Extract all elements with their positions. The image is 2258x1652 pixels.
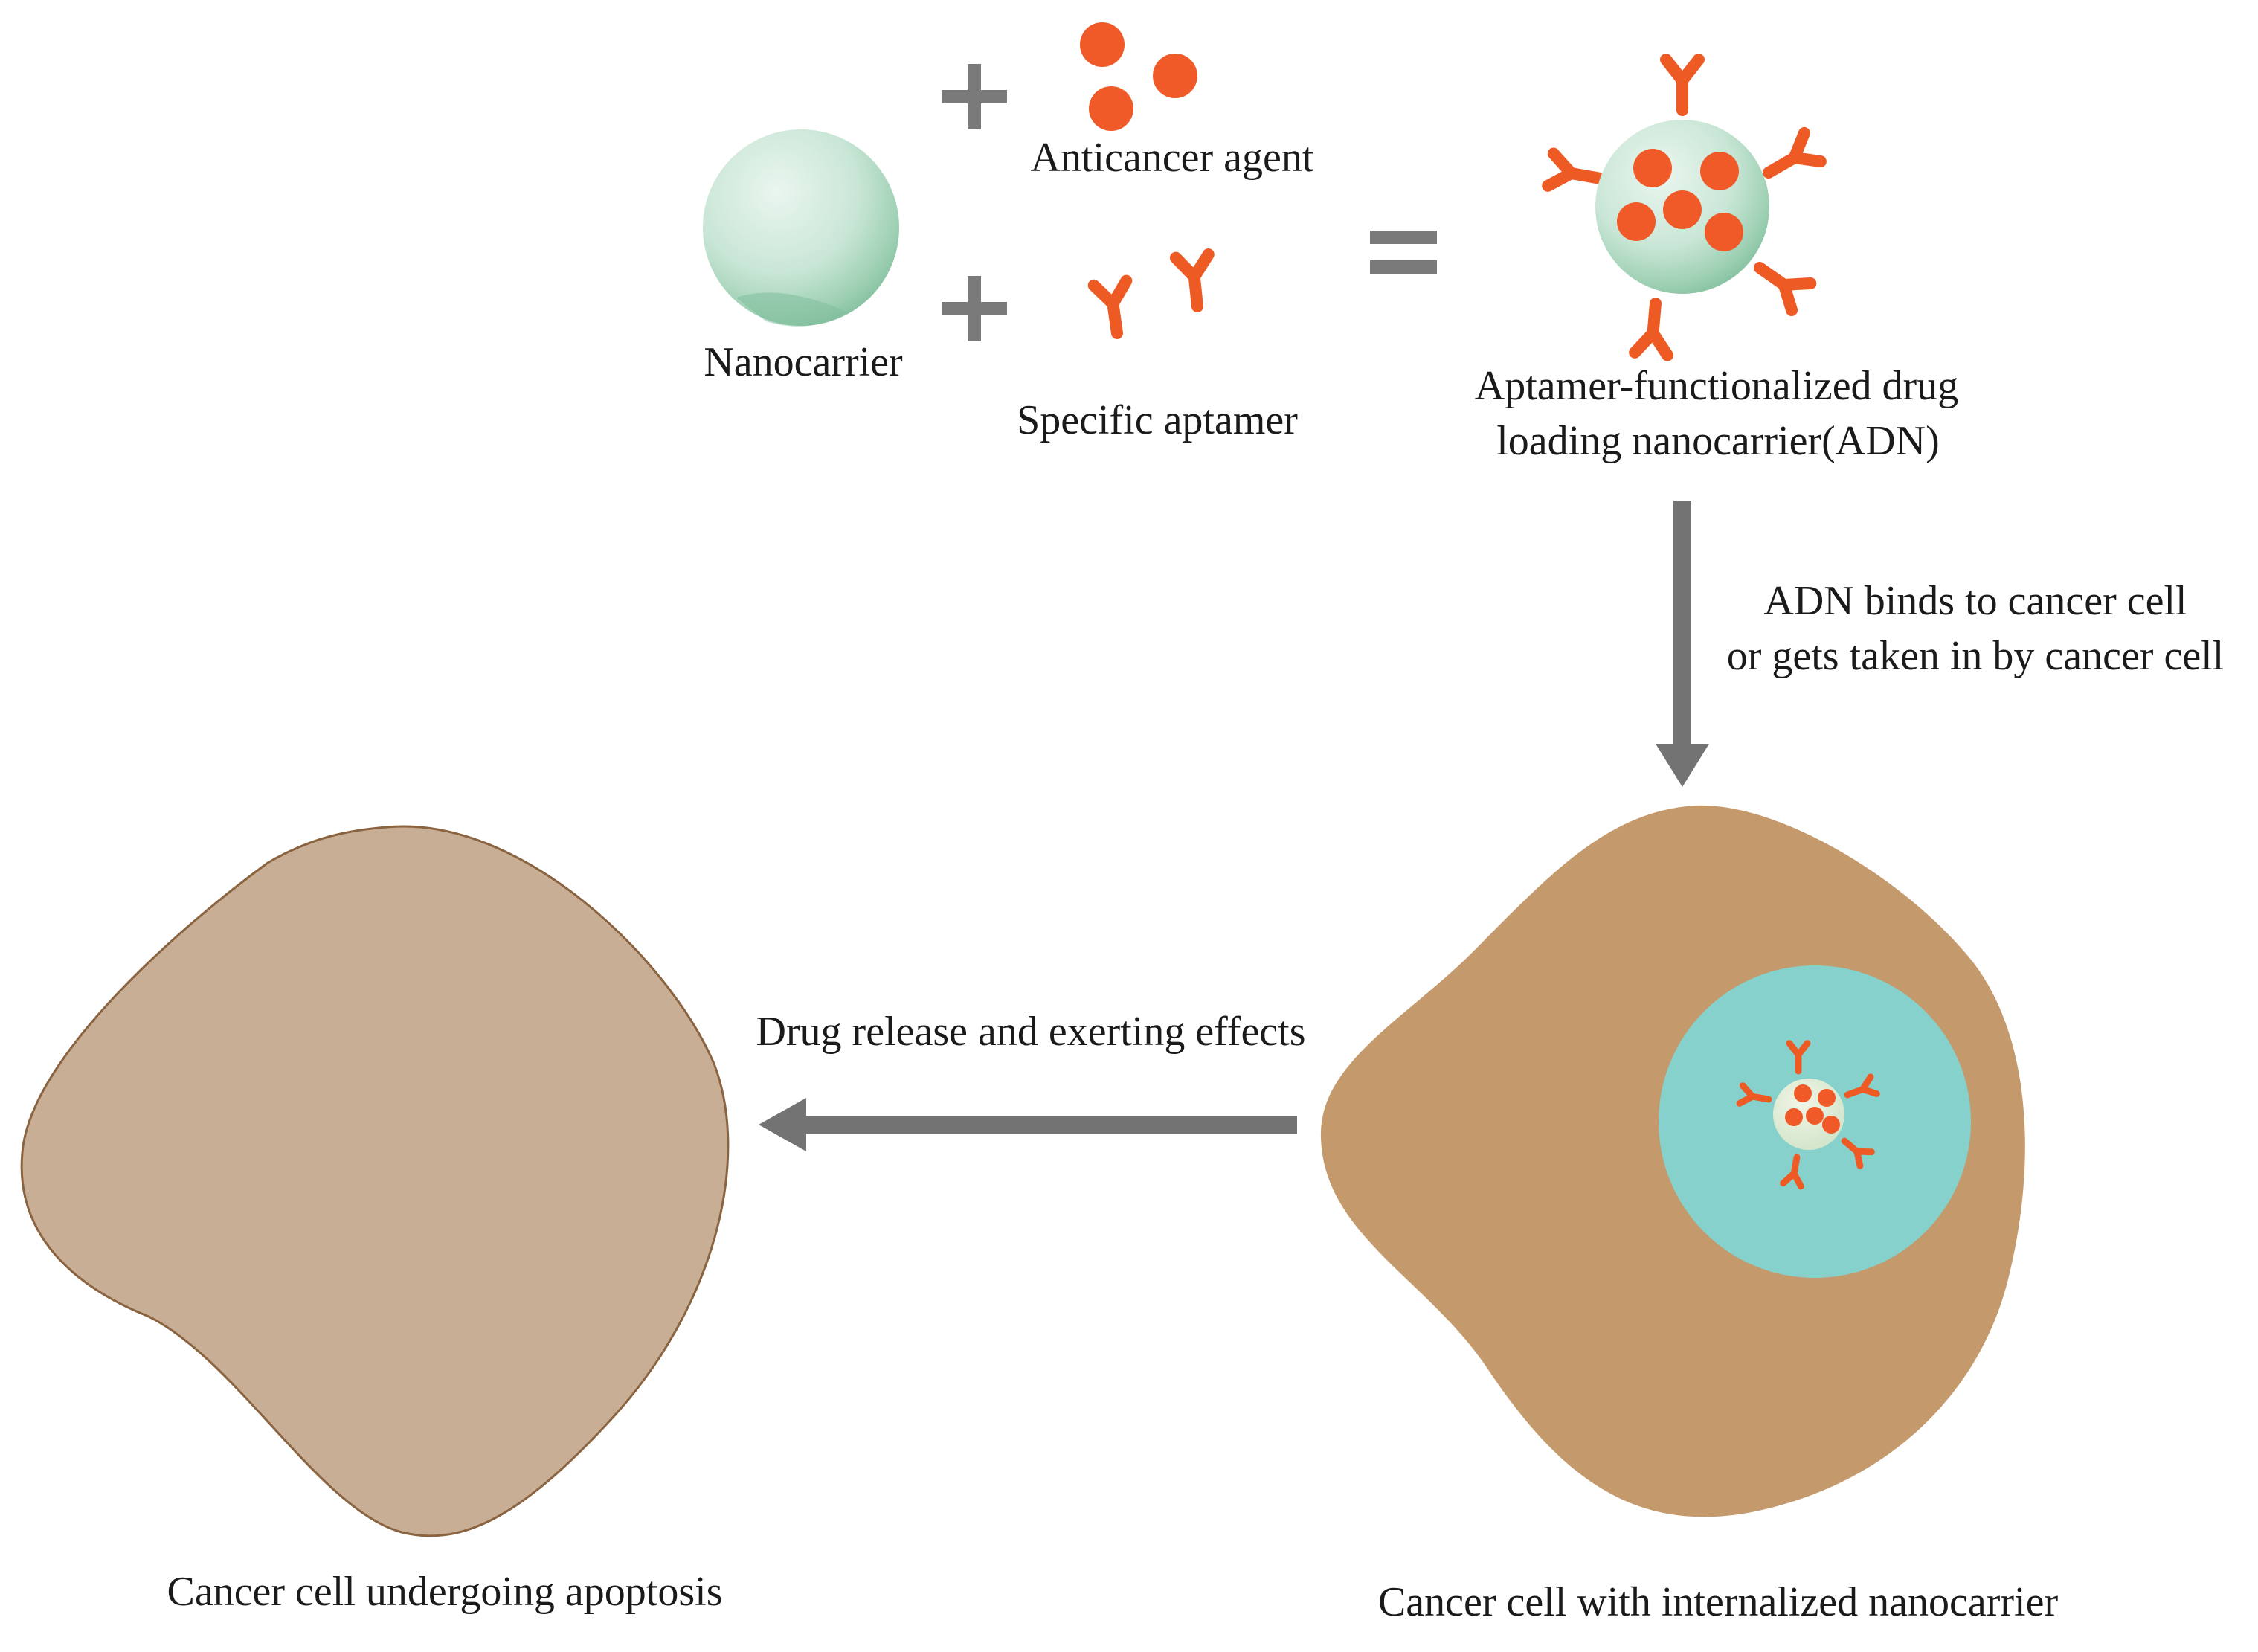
binds-label-line2: or gets taken in by cancer cell [1727,633,2225,679]
internalized-adn [1740,1044,1876,1186]
internalized-cell-label: Cancer cell with internalized nanocarrie… [1378,1579,2059,1625]
adn-label-line2: loading nanocarrier(ADN) [1496,418,1940,464]
apoptotic-cell [20,825,730,1537]
equals-icon [1370,231,1437,274]
arrow-left-icon [759,1098,1297,1151]
plus-icon [942,64,1007,129]
release-label: Drug release and exerting effects [756,1009,1305,1055]
specific-aptamer-label: Specific aptamer [1017,397,1298,443]
arrow-down-icon [1656,501,1709,787]
plus-icon [942,276,1007,341]
adn-particle [1548,60,1821,356]
nanocarrier-sphere [703,129,899,326]
adn-label-line1: Aptamer-functionalized drug [1475,363,1958,409]
nanocarrier-shadow [736,292,848,327]
drug-dot-icon [1080,22,1197,131]
binds-label-line1: ADN binds to cancer cell [1763,578,2187,624]
nanocarrier-label: Nanocarrier [704,339,903,385]
aptamer-icon [1094,254,1214,335]
apoptosis-cell-label: Cancer cell undergoing apoptosis [167,1569,722,1615]
anticancer-agent-label: Anticancer agent [1031,135,1314,181]
